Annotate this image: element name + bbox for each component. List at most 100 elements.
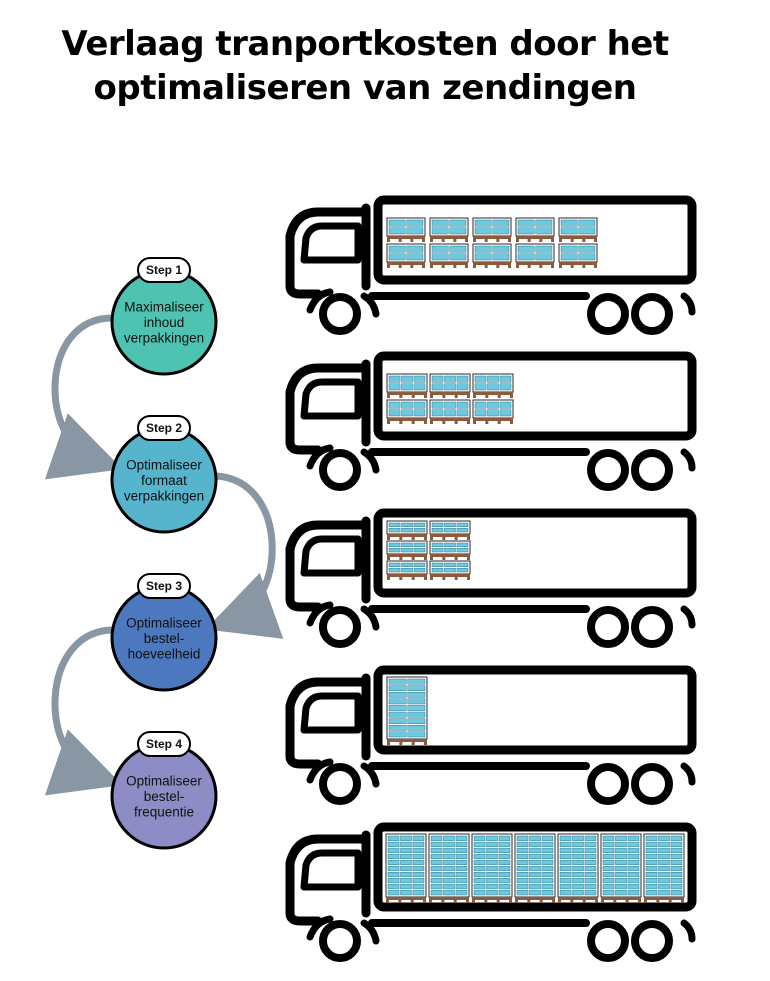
cargo-box — [443, 847, 455, 853]
cargo-box — [529, 884, 541, 890]
cargo-box — [584, 859, 597, 865]
truck-trailer — [373, 195, 697, 285]
step-badge-label: Step 2 — [146, 421, 182, 435]
cargo-box — [455, 859, 468, 865]
cargo-box — [444, 522, 456, 527]
pallet-top — [516, 262, 554, 265]
cargo-box — [516, 884, 529, 890]
pallet-top — [387, 236, 425, 239]
cargo-box — [449, 245, 467, 253]
step-label-line: inhoud — [144, 315, 185, 330]
step-label-line: hoeveelheid — [128, 647, 201, 662]
cargo-box — [430, 866, 443, 872]
pallet-block — [387, 395, 390, 398]
pallet-block — [570, 265, 574, 268]
cargo-box — [407, 685, 426, 691]
pallet-block — [387, 537, 390, 540]
cargo-box — [407, 705, 426, 711]
cargo-box — [388, 245, 406, 253]
cargo-box — [516, 847, 529, 853]
page-title: Verlaag tranportkosten door het optimali… — [0, 22, 730, 110]
cargo-box — [627, 853, 640, 859]
cargo-box — [473, 835, 486, 841]
step-label-line: bestel- — [144, 789, 185, 804]
cargo-box — [535, 245, 553, 253]
pallet-block — [387, 421, 390, 424]
cargo-box — [412, 890, 425, 896]
cargo-box — [559, 859, 572, 865]
cargo-box — [670, 859, 683, 865]
cargo-box — [627, 890, 640, 896]
cargo-box — [602, 866, 615, 872]
cargo-box — [401, 548, 413, 553]
pallet-block — [473, 395, 476, 398]
cargo-box — [486, 866, 498, 872]
cargo-box — [412, 841, 425, 847]
pallet-top — [559, 262, 597, 265]
cargo-box — [529, 866, 541, 872]
truck-window — [300, 222, 362, 264]
pallet-top — [387, 534, 427, 537]
cargo-box — [584, 841, 597, 847]
cargo-box — [431, 568, 444, 573]
cargo-box — [407, 718, 426, 724]
cargo-box — [388, 678, 407, 685]
pallet-block — [595, 900, 598, 903]
pallet-block — [411, 395, 415, 398]
pallet-block — [399, 421, 403, 424]
cargo-box — [473, 878, 486, 884]
cargo-box — [645, 884, 658, 890]
pallet-block — [411, 537, 415, 540]
cargo-box — [541, 878, 554, 884]
cargo-box — [670, 853, 683, 859]
cargo-box — [516, 872, 529, 878]
cargo-box — [443, 841, 455, 847]
cargo-box — [444, 383, 456, 391]
cargo-box — [474, 375, 487, 383]
cargo-box — [572, 872, 584, 878]
cargo-box — [572, 878, 584, 884]
cargo-box — [602, 859, 615, 865]
cargo-box — [455, 841, 468, 847]
pallet-block — [582, 900, 586, 903]
cargo-box — [473, 841, 486, 847]
cargo-box — [645, 872, 658, 878]
cargo-box — [560, 227, 578, 235]
cargo-box — [387, 878, 400, 884]
cargo-box — [431, 253, 449, 261]
truck-cabin — [285, 520, 371, 612]
cargo-box — [578, 253, 596, 261]
cargo-box — [473, 859, 486, 865]
pallet-block — [467, 421, 470, 424]
truck-cargo-large-pallets-10 — [386, 217, 598, 268]
pallet-block — [429, 900, 432, 903]
cargo-box — [430, 853, 443, 859]
cargo-box — [529, 841, 541, 847]
cargo-box — [559, 847, 572, 853]
cargo-box — [456, 401, 469, 409]
cargo-box — [584, 835, 597, 841]
cargo-box — [455, 884, 468, 890]
cargo-box — [413, 409, 426, 417]
cargo-box — [401, 409, 413, 417]
pallet-block — [410, 239, 414, 242]
cargo-box — [572, 841, 584, 847]
cargo-box — [388, 383, 401, 391]
cargo-box — [498, 878, 511, 884]
cargo-box — [572, 847, 584, 853]
truck-cabin — [285, 834, 371, 926]
pallet-top — [429, 897, 469, 900]
pallet-block — [386, 900, 389, 903]
pallet-block — [509, 900, 512, 903]
truck-window — [300, 849, 362, 891]
cargo-box — [388, 542, 401, 547]
cargo-box — [388, 528, 401, 533]
step-badge-label: Step 4 — [146, 737, 182, 751]
cargo-box — [388, 698, 407, 705]
cargo-box — [498, 872, 511, 878]
cargo-box — [498, 847, 511, 853]
pallet-block — [430, 537, 433, 540]
pallet-block — [411, 421, 415, 424]
